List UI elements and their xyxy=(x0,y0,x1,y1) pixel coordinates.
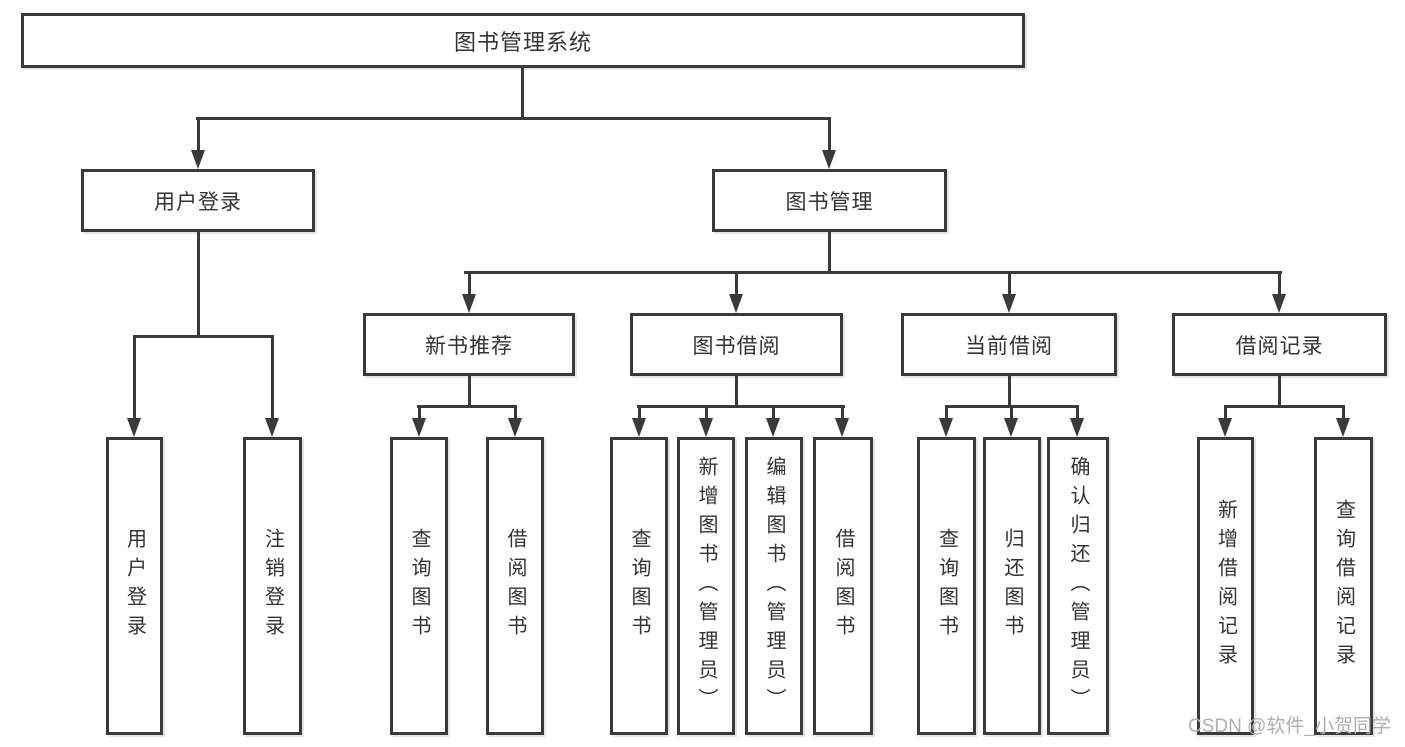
node-label: 确认归还（管理员） xyxy=(1067,455,1089,717)
connector-line xyxy=(945,405,948,420)
leaf-query-books: 查询图书 xyxy=(390,437,448,735)
arrow-down-icon xyxy=(766,418,780,437)
node-label: 查询借阅记录 xyxy=(1332,499,1355,673)
node-label: 注销登录 xyxy=(261,528,284,644)
connector-line xyxy=(772,405,775,420)
arrow-down-icon xyxy=(191,150,205,169)
connector-line xyxy=(828,231,831,273)
leaf-query-books: 查询图书 xyxy=(917,437,976,735)
node-label: 用户登录 xyxy=(123,528,146,644)
arrow-down-icon xyxy=(265,418,279,437)
connector-line xyxy=(417,405,517,408)
connector-line xyxy=(735,374,738,407)
node-book-management: 图书管理 xyxy=(712,169,947,232)
node-book-borrowing: 图书借阅 xyxy=(630,313,843,376)
node-label: 当前借阅 xyxy=(965,334,1053,358)
connector-line xyxy=(705,405,708,420)
arrow-down-icon xyxy=(1218,418,1232,437)
arrow-down-icon xyxy=(632,418,646,437)
connector-line xyxy=(418,405,421,420)
leaf-add-book-admin: 新增图书（管理员） xyxy=(677,437,735,735)
node-label: 新增借阅记录 xyxy=(1214,499,1237,673)
arrow-down-icon xyxy=(462,294,476,313)
connector-line xyxy=(133,335,274,338)
arrow-down-icon xyxy=(1004,418,1018,437)
node-user-login: 用户登录 xyxy=(81,169,315,232)
arrow-down-icon xyxy=(835,418,849,437)
arrow-down-icon xyxy=(1336,418,1350,437)
node-library-management-system: 图书管理系统 xyxy=(21,13,1025,68)
connector-line xyxy=(841,405,844,420)
arrow-down-icon xyxy=(699,418,713,437)
connector-line xyxy=(468,271,471,297)
leaf-query-books: 查询图书 xyxy=(610,437,668,735)
leaf-add-borrow-record: 新增借阅记录 xyxy=(1197,437,1254,735)
node-current-borrowing: 当前借阅 xyxy=(901,313,1117,376)
connector-line xyxy=(197,231,200,337)
node-label: 借阅图书 xyxy=(832,528,854,644)
node-label: 查询图书 xyxy=(935,528,958,644)
node-label: 编辑图书（管理员） xyxy=(763,455,785,717)
arrow-down-icon xyxy=(939,418,953,437)
node-label: 新书推荐 xyxy=(425,334,513,358)
node-label: 查询图书 xyxy=(408,528,430,644)
leaf-edit-book-admin: 编辑图书（管理员） xyxy=(745,437,803,735)
leaf-return-book: 归还图书 xyxy=(983,437,1041,735)
connector-line xyxy=(637,405,845,408)
leaf-borrow-books: 借阅图书 xyxy=(486,437,544,735)
leaf-user-login: 用户登录 xyxy=(106,437,163,735)
csdn-watermark: CSDN @软件_小贺同学 xyxy=(1188,716,1391,737)
arrow-down-icon xyxy=(1002,294,1016,313)
arrow-down-icon xyxy=(1272,294,1286,313)
node-label: 用户登录 xyxy=(154,190,242,214)
connector-line xyxy=(1224,405,1227,420)
leaf-confirm-return-admin: 确认归还（管理员） xyxy=(1047,437,1109,735)
arrow-down-icon xyxy=(1070,418,1084,437)
node-new-book-recommendation: 新书推荐 xyxy=(363,313,575,376)
connector-line xyxy=(1008,271,1011,297)
node-label: 图书管理系统 xyxy=(453,29,592,55)
connector-line xyxy=(1008,374,1011,407)
connector-line xyxy=(196,117,831,120)
node-label: 归还图书 xyxy=(1001,528,1023,644)
connector-line xyxy=(828,117,831,152)
connector-line xyxy=(1342,405,1345,420)
node-label: 查询图书 xyxy=(628,528,650,644)
node-borrowing-records: 借阅记录 xyxy=(1172,313,1387,376)
connector-line xyxy=(638,405,641,420)
arrow-down-icon xyxy=(127,418,141,437)
node-label: 新增图书（管理员） xyxy=(695,455,717,717)
connector-line xyxy=(464,271,1282,274)
connector-line xyxy=(514,405,517,420)
connector-line xyxy=(197,117,200,152)
leaf-query-borrow-record: 查询借阅记录 xyxy=(1314,437,1373,735)
connector-line xyxy=(468,374,471,407)
connector-line xyxy=(521,66,524,118)
connector-line xyxy=(1278,374,1281,407)
leaf-borrow-books: 借阅图书 xyxy=(813,437,873,735)
arrow-down-icon xyxy=(412,418,426,437)
connector-line xyxy=(735,271,738,297)
connector-line xyxy=(1278,271,1281,297)
arrow-down-icon xyxy=(508,418,522,437)
node-label: 借阅图书 xyxy=(504,528,526,644)
connector-line xyxy=(1076,405,1079,420)
node-label: 借阅记录 xyxy=(1235,334,1324,358)
connector-line xyxy=(1010,405,1013,420)
connector-line xyxy=(1224,405,1344,408)
connector-line xyxy=(271,335,274,421)
leaf-logout: 注销登录 xyxy=(243,437,302,735)
node-label: 图书借阅 xyxy=(692,334,781,358)
arrow-down-icon xyxy=(729,294,743,313)
arrow-down-icon xyxy=(822,150,836,169)
node-label: 图书管理 xyxy=(785,190,874,214)
connector-line xyxy=(133,335,136,421)
